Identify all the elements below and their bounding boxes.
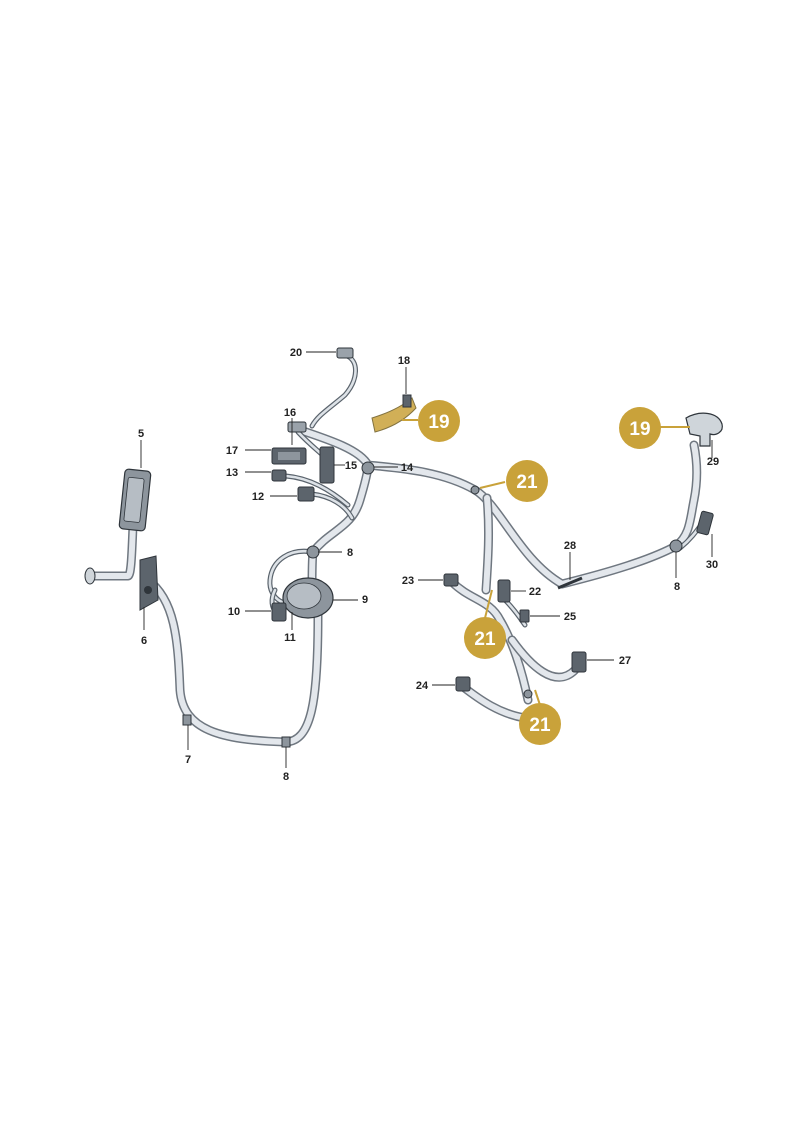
label-5: 5 [138, 428, 144, 440]
part-28 [557, 576, 583, 590]
badge-19-left-text: 19 [428, 412, 449, 433]
callout-badges: 19 19 21 21 21 [418, 400, 661, 745]
badge-19-left: 19 [418, 400, 460, 442]
label-30: 30 [706, 559, 718, 571]
label-22: 22 [529, 586, 541, 598]
harness-wires [87, 352, 706, 747]
badge-leaders [402, 419, 690, 706]
badge-19-right: 19 [619, 407, 661, 449]
label-27: 27 [619, 655, 631, 667]
part-labels: 5 6 7 8 8 8 9 10 11 12 13 14 15 16 17 18… [138, 347, 719, 783]
label-23: 23 [402, 575, 414, 587]
label-15: 15 [345, 460, 357, 472]
connector-13 [271, 469, 287, 482]
pipe-end [84, 567, 96, 585]
label-28: 28 [564, 540, 576, 552]
connector-27 [571, 651, 587, 673]
clip-21-lower [523, 689, 533, 699]
clip-8-right [669, 539, 683, 553]
sensor-5 [118, 468, 152, 532]
label-7: 7 [185, 754, 191, 766]
badge-21-top: 21 [506, 460, 548, 502]
label-8-right: 8 [674, 581, 680, 593]
clip-8-top [306, 545, 320, 559]
label-17: 17 [226, 445, 238, 457]
connector-15 [319, 446, 335, 484]
label-9: 9 [362, 594, 368, 606]
clip-8-bottom [281, 736, 291, 748]
connector-17 [271, 447, 307, 465]
badge-21-top-text: 21 [516, 472, 538, 493]
label-12: 12 [252, 491, 264, 503]
part-16 [287, 421, 307, 433]
grommet-9 [282, 577, 334, 619]
clip-21-mid [470, 485, 480, 495]
label-16: 16 [284, 407, 296, 419]
badge-21-bottom: 21 [519, 703, 561, 745]
label-25: 25 [564, 611, 576, 623]
label-10: 10 [228, 606, 240, 618]
label-8-bottom: 8 [283, 771, 289, 783]
connector-12 [297, 486, 315, 502]
label-24: 24 [416, 680, 429, 692]
label-11: 11 [284, 632, 296, 644]
connector-22 [497, 579, 511, 603]
bracket-6 [139, 555, 159, 611]
connector-30 [696, 510, 714, 536]
connector-20 [336, 347, 354, 359]
connector-23 [443, 573, 459, 587]
badge-21-bottom-text: 21 [529, 715, 551, 736]
label-18: 18 [398, 355, 410, 367]
cover-18 [371, 394, 417, 433]
badge-19-right-text: 19 [629, 419, 650, 440]
label-20: 20 [290, 347, 302, 359]
label-14: 14 [401, 462, 414, 474]
clip-7 [182, 714, 192, 726]
clip-14 [361, 461, 375, 475]
connector-25 [519, 609, 530, 623]
label-29: 29 [707, 456, 719, 468]
connector-24 [455, 676, 471, 692]
label-13: 13 [226, 467, 238, 479]
badge-21-middle: 21 [464, 617, 506, 659]
leader-lines [140, 351, 713, 768]
cap-19-right [685, 412, 723, 447]
connector-10 [271, 602, 287, 622]
badge-21-middle-text: 21 [474, 629, 496, 650]
label-6: 6 [141, 635, 147, 647]
label-8-top: 8 [347, 547, 353, 559]
